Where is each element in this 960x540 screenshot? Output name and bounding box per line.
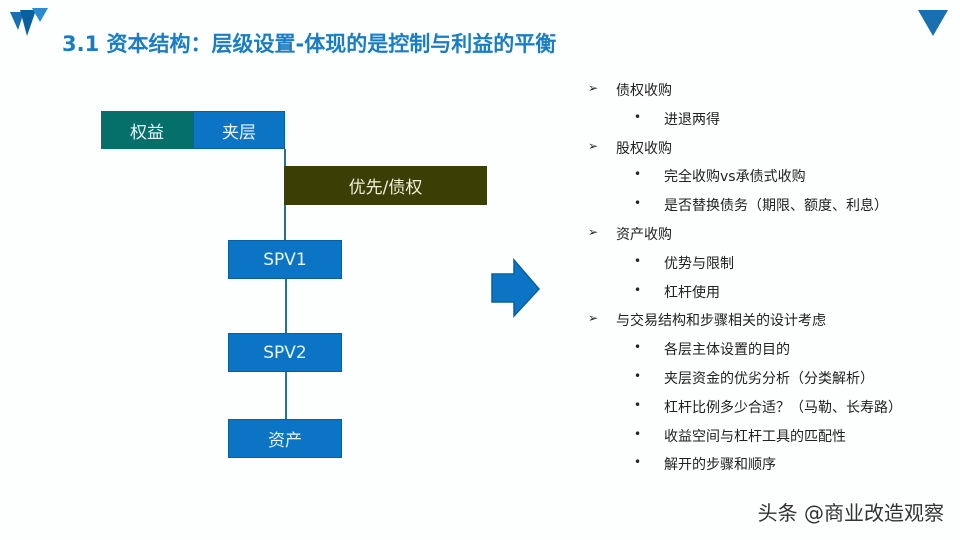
right-arrow-icon	[491, 258, 541, 318]
list-item: 股权收购	[616, 140, 672, 157]
arrow-bullet-icon: ➢	[588, 138, 599, 153]
list-item: 夹层资金的优劣分析（分类解析）	[664, 371, 874, 387]
list-item: 完全收购vs承债式收购	[664, 169, 806, 186]
arrow-bullet-icon: ➢	[588, 225, 599, 239]
list-item: 收益空间与杠杆工具的匹配性	[664, 428, 846, 445]
list-item: 是否替换债务（期限、额度、利息）	[664, 198, 888, 215]
dot-bullet-icon: •	[634, 340, 642, 355]
dot-bullet-icon: •	[634, 167, 642, 182]
corner-triangle-icon	[918, 10, 948, 36]
list-item: 资产收购	[616, 227, 672, 243]
logo-icon	[10, 8, 48, 36]
watermark: 头条 @商业改造观察	[757, 501, 944, 525]
dot-bullet-icon: •	[634, 426, 642, 441]
mezzanine-box: 夹层	[193, 111, 285, 149]
asset-box: 资产	[228, 419, 342, 458]
list-item: 各层主体设置的目的	[664, 342, 790, 359]
list-item: 优势与限制	[664, 255, 734, 272]
dot-bullet-icon: •	[634, 109, 642, 124]
dot-bullet-icon: •	[634, 253, 642, 268]
list-item: 进退两得	[664, 111, 720, 128]
spv1-box: SPV1	[228, 240, 342, 279]
arrow-bullet-icon: ➢	[588, 81, 599, 95]
list-item: 解开的步骤和顺序	[664, 457, 776, 474]
dot-bullet-icon: •	[634, 282, 642, 297]
spv2-box: SPV2	[228, 333, 342, 372]
list-item: 与交易结构和步骤相关的设计考虑	[616, 313, 826, 330]
connector-line	[285, 372, 287, 419]
list-item: 杠杆比例多少合适？（马勒、长寿路）	[664, 399, 902, 416]
dot-bullet-icon: •	[634, 196, 642, 211]
dot-bullet-icon: •	[634, 397, 642, 412]
page-title: 3.1 资本结构：层级设置-体现的是控制与利益的平衡	[62, 32, 557, 56]
senior-debt-box: 优先/债权	[284, 166, 487, 205]
equity-box: 权益	[101, 111, 193, 149]
list-item: 债权收购	[616, 83, 672, 99]
dot-bullet-icon: •	[634, 369, 642, 383]
connector-line	[285, 279, 287, 333]
list-item: 杠杆使用	[664, 284, 720, 301]
dot-bullet-icon: •	[634, 455, 642, 470]
arrow-bullet-icon: ➢	[588, 311, 599, 326]
